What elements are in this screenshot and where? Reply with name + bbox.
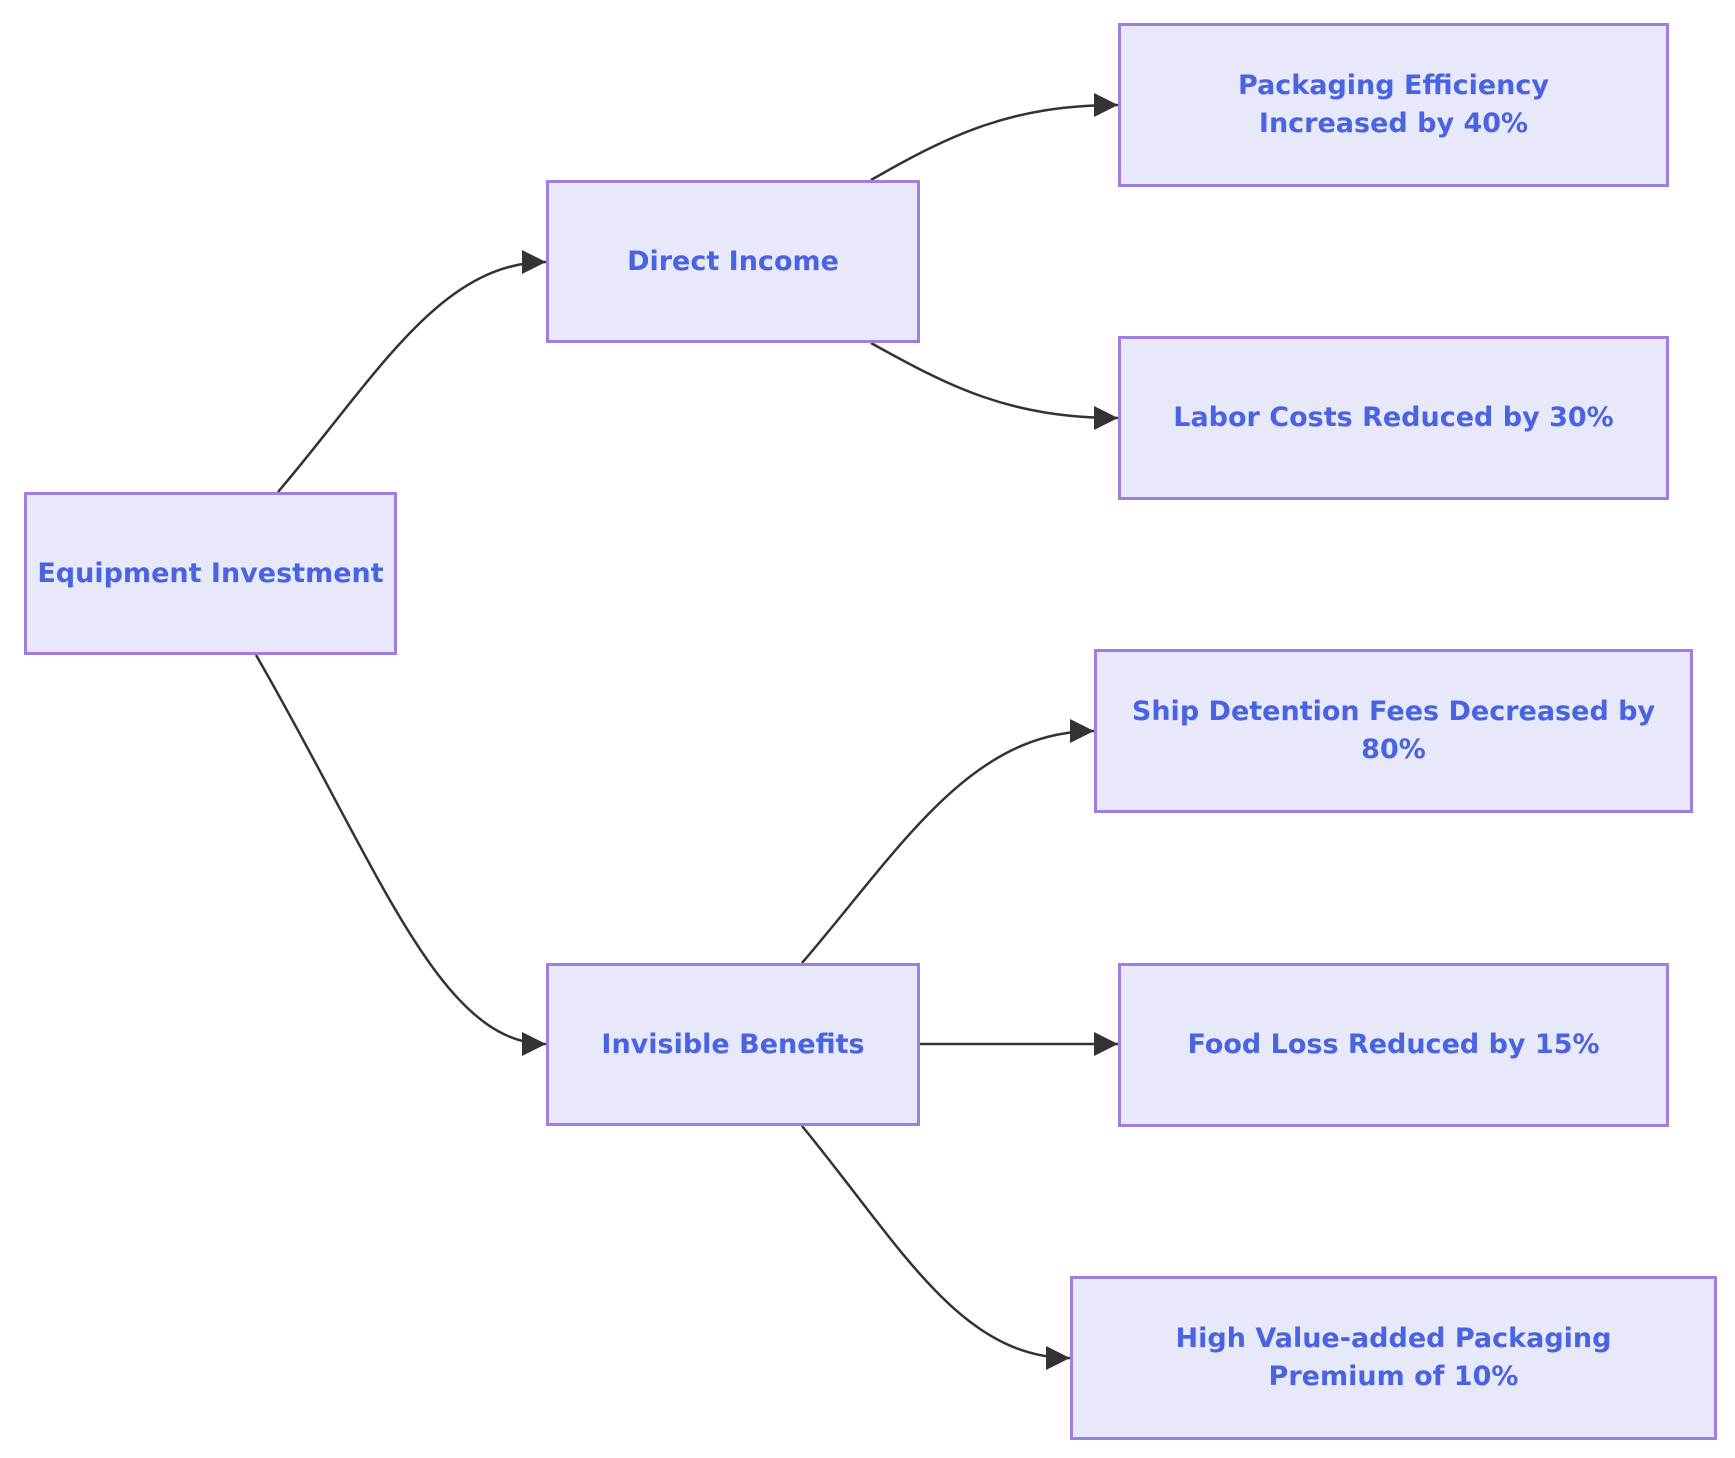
edge-invisible-to-premium bbox=[801, 1125, 1071, 1370]
edge-equipment-to-invisible bbox=[254, 654, 547, 1056]
node-label: Direct Income bbox=[627, 245, 839, 277]
edge-direct-to-pack bbox=[870, 93, 1119, 182]
node-label: Ship Detention Fees Decreased by 80% bbox=[1131, 696, 1656, 765]
edge-direct-to-labor bbox=[870, 341, 1119, 430]
node-labor-costs: Labor Costs Reduced by 30% bbox=[1118, 336, 1669, 500]
node-label: Food Loss Reduced by 15% bbox=[1187, 1029, 1600, 1060]
node-label: Invisible Benefits bbox=[601, 1028, 865, 1060]
node-ship-detention-fees: Ship Detention Fees Decreased by 80% bbox=[1094, 649, 1693, 813]
node-label: Packaging Efficiency Increased by 40% bbox=[1238, 70, 1549, 139]
edge-equipment-to-direct bbox=[277, 250, 547, 493]
node-direct-income: Direct Income bbox=[546, 180, 920, 343]
node-label: Equipment Investment bbox=[37, 557, 384, 589]
node-equipment-investment: Equipment Investment bbox=[24, 492, 397, 655]
node-packaging-efficiency: Packaging Efficiency Increased by 40% bbox=[1118, 23, 1669, 187]
node-label: High Value-added Packaging Premium of 10… bbox=[1175, 1323, 1612, 1392]
edge-invisible-to-ship bbox=[801, 719, 1095, 964]
node-label: Labor Costs Reduced by 30% bbox=[1173, 402, 1614, 433]
node-invisible-benefits: Invisible Benefits bbox=[546, 963, 920, 1126]
node-food-loss: Food Loss Reduced by 15% bbox=[1118, 963, 1669, 1127]
node-packaging-premium: High Value-added Packaging Premium of 10… bbox=[1070, 1276, 1717, 1440]
